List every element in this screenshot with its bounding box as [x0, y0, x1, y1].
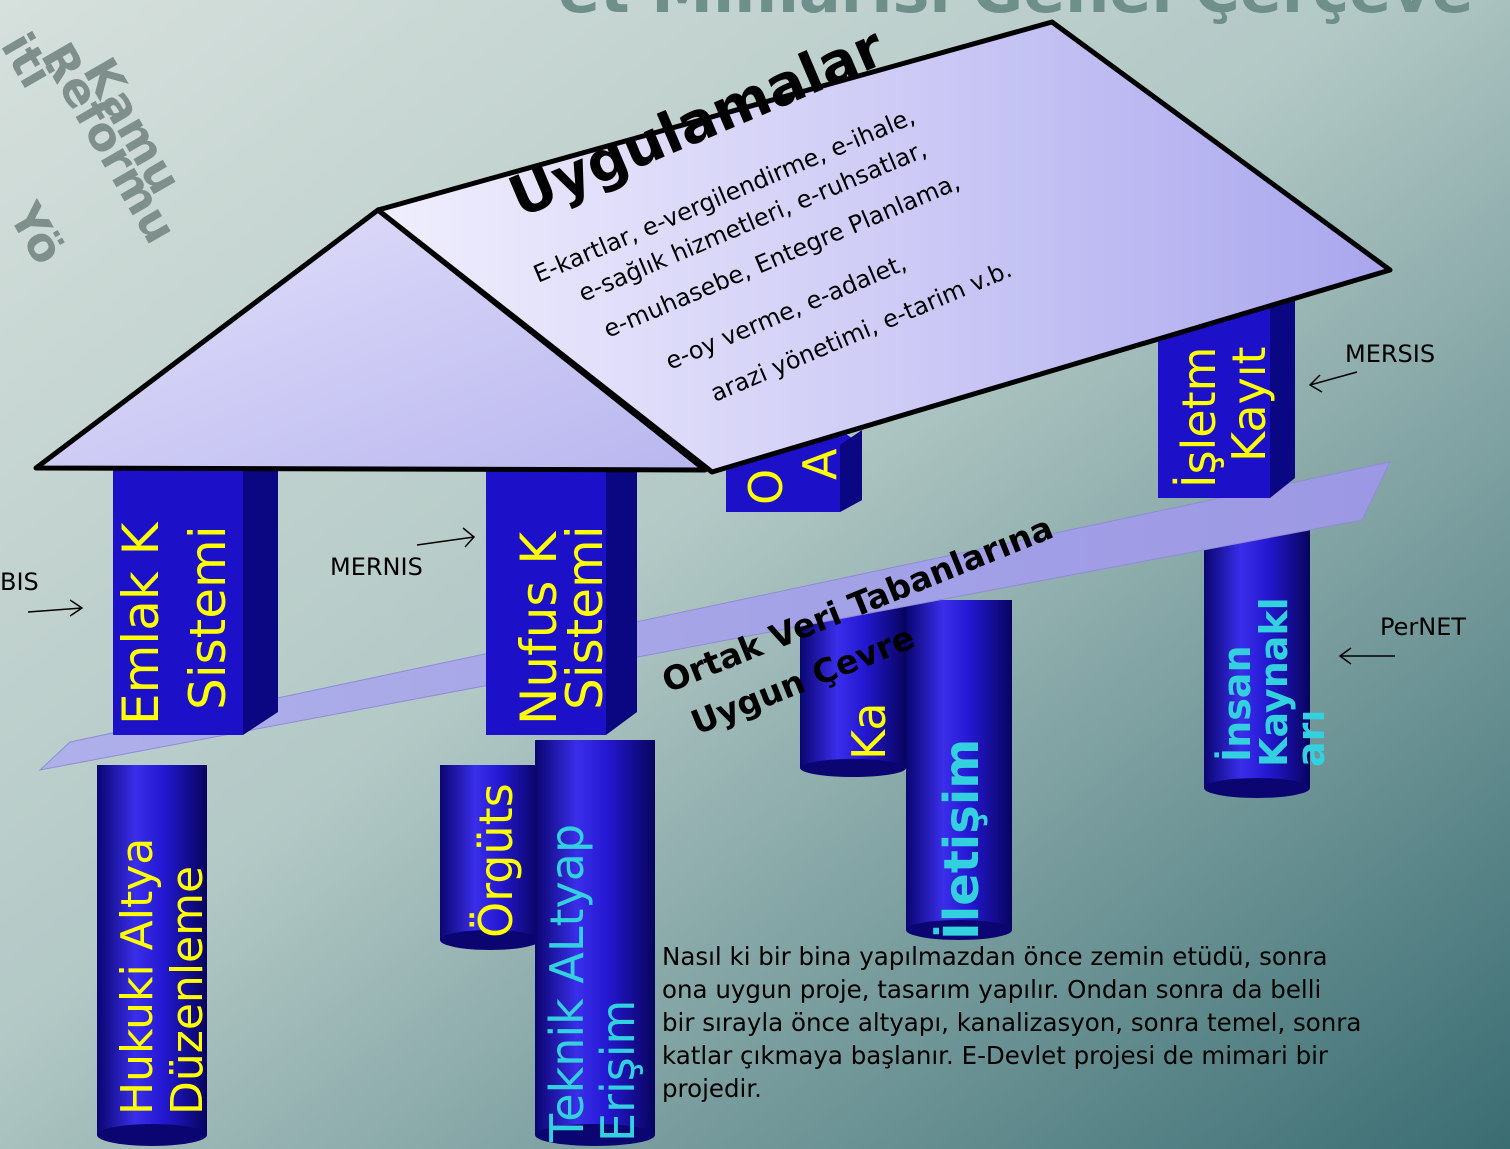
pillar-emlak: Emlak K Sistemi: [112, 455, 278, 735]
nufus-label-2: Sistemi: [556, 525, 614, 710]
teknik-label-2: Erişim: [591, 1000, 645, 1142]
emlak-label-1: Emlak K: [112, 521, 170, 725]
o-label: O: [739, 469, 793, 505]
pillar-hukuki: Hukuki Altya Düzenleme: [97, 765, 213, 1146]
roof: Uygulamalar E-kartlar, e-vergilendirme, …: [33, 15, 1393, 475]
pillar-teknik: Teknik ALtyap Erişim: [535, 740, 655, 1146]
mersis-label: MERSIS: [1345, 340, 1435, 368]
insan-label-3: arı: [1289, 710, 1333, 767]
pernet-label: PerNET: [1380, 613, 1466, 641]
upper-pillars: Emlak K Sistemi Nufus K Sistemi İşletm K…: [112, 288, 1295, 735]
a-label: A: [793, 448, 847, 480]
front-lower-pillars: Hukuki Altya Düzenleme Örgüts Teknik ALt…: [97, 740, 655, 1146]
pillar-isletme: İşletm Kayıt: [1158, 288, 1295, 498]
pillar-nufus: Nufus K Sistemi: [486, 455, 637, 735]
header-title-fragment: et Mimarisi Genel Çerçeve: [558, 0, 1474, 27]
orgut-label: Örgüts: [469, 783, 523, 938]
pillar-ka: Ka: [800, 600, 906, 777]
lower-pillars: Ka İletişim İnsan Kaynakl arı: [800, 520, 1333, 940]
mernis-arrow: [416, 527, 476, 548]
teknik-label-1: Teknik ALtyap: [540, 824, 594, 1143]
nufus-label-1: Nufus K: [510, 531, 568, 725]
pernet-arrow: [1338, 647, 1395, 665]
pillar-iletisim: İletişim: [906, 600, 1012, 940]
pillar-orgut: Örgüts: [440, 765, 540, 950]
insan-label-1: İnsan: [1215, 645, 1259, 762]
isletme-label-2: Kayıt: [1222, 346, 1276, 462]
tapus-arrow: [27, 599, 84, 617]
emlak-label-2: Sistemi: [179, 525, 237, 710]
iletisim-label: İletişim: [933, 739, 990, 940]
hukuki-label-1: Hukuki Altya: [112, 838, 163, 1115]
tapus-label: BIS: [0, 568, 39, 596]
isletme-label-1: İşletm: [1172, 347, 1226, 488]
insan-label-2: Kaynakl: [1252, 597, 1296, 767]
mersis-arrow: [1308, 371, 1358, 393]
side-labels: BIS MERNIS MERSIS PerNET: [0, 340, 1466, 665]
ka-label: Ka: [842, 702, 896, 760]
mernis-label: MERNIS: [330, 553, 423, 581]
hukuki-label-2: Düzenleme: [162, 866, 213, 1115]
pillar-insan: İnsan Kaynakl arı: [1204, 520, 1333, 798]
explanation-paragraph: Nasıl ki bir bina yapılmazdan önce zemin…: [662, 942, 1362, 1103]
